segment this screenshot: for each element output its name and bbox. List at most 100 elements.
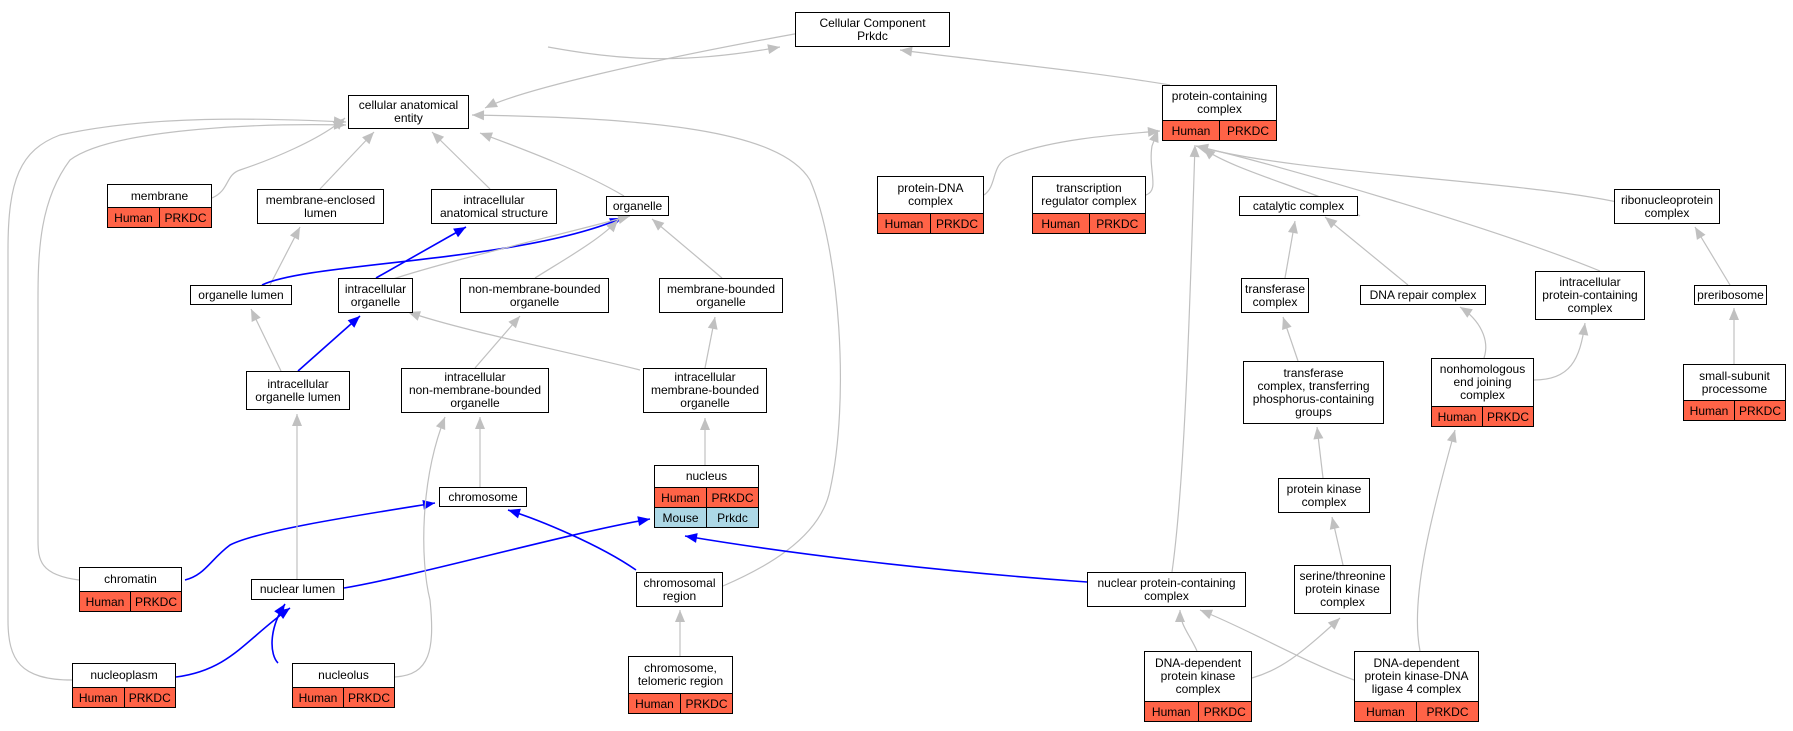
term-node-organelle[interactable]: organelle bbox=[606, 196, 669, 216]
edge-arrowhead bbox=[1288, 221, 1298, 234]
edge bbox=[1195, 145, 1631, 206]
highlighted-edge bbox=[343, 518, 651, 589]
edge-arrowhead bbox=[475, 417, 485, 429]
term-node-root[interactable]: Cellular Component Prkdc bbox=[795, 12, 950, 47]
term-label: ribonucleoprotein complex bbox=[1620, 192, 1714, 220]
term-node-transferase[interactable]: transferase complex bbox=[1241, 278, 1309, 313]
edge bbox=[1171, 144, 1196, 573]
term-node-mbo[interactable]: membrane-bounded organelle bbox=[659, 278, 783, 313]
edge-arrowhead bbox=[1329, 517, 1340, 530]
species-cell: Human bbox=[293, 688, 343, 707]
term-node-stpk[interactable]: serine/threonine protein kinase complex bbox=[1294, 565, 1391, 614]
term-label: intracellular protein-containing complex bbox=[1542, 275, 1638, 315]
edge-arrowhead bbox=[1729, 308, 1739, 320]
gene-cell: PRKDC bbox=[123, 688, 175, 707]
term-node-orgl[interactable]: organelle lumen bbox=[190, 285, 292, 305]
edge-arrowhead bbox=[1282, 317, 1292, 330]
edge-arrowhead bbox=[1189, 145, 1200, 158]
edge-arrowhead bbox=[1196, 143, 1209, 154]
edge-arrowhead bbox=[900, 46, 913, 57]
gene-cell: PRKDC bbox=[1416, 702, 1478, 721]
term-node-mel[interactable]: membrane-enclosed lumen bbox=[257, 189, 384, 224]
term-node-ipcc[interactable]: intracellular protein-containing complex bbox=[1535, 271, 1645, 320]
term-label: protein kinase complex bbox=[1286, 481, 1362, 509]
highlighted-edge bbox=[507, 509, 637, 571]
term-node-nmbo[interactable]: non-membrane-bounded organelle bbox=[460, 278, 609, 313]
term-node-dnarepair[interactable]: DNA repair complex bbox=[1360, 285, 1486, 305]
term-node-ias[interactable]: intracellular anatomical structure bbox=[431, 189, 557, 224]
edge-arrowhead bbox=[1313, 427, 1324, 440]
term-label: transferase complex, transferring phosph… bbox=[1252, 365, 1375, 419]
term-label: membrane-bounded organelle bbox=[666, 281, 776, 309]
gene-cell: PRKDC bbox=[1088, 214, 1145, 233]
term-node-pkc[interactable]: protein kinase complex bbox=[1278, 478, 1370, 513]
term-node-tcpp[interactable]: transferase complex, transferring phosph… bbox=[1243, 361, 1384, 424]
term-node-catalytic[interactable]: catalytic complex bbox=[1239, 196, 1358, 216]
term-label: serine/threonine protein kinase complex bbox=[1299, 569, 1386, 609]
term-node-cae[interactable]: cellular anatomical entity bbox=[348, 95, 469, 129]
term-node-rnp[interactable]: ribonucleoprotein complex bbox=[1614, 189, 1720, 224]
term-label: intracellular non-membrane-bounded organ… bbox=[408, 370, 542, 410]
gene-cell: PRKDC bbox=[1219, 121, 1276, 140]
term-label: nuclear lumen bbox=[259, 582, 336, 596]
species-cell: Human bbox=[629, 694, 680, 713]
edge-arrowhead bbox=[333, 116, 346, 127]
edge bbox=[37, 124, 347, 581]
edge bbox=[1324, 216, 1409, 286]
term-label: organelle bbox=[612, 198, 663, 213]
term-label: protein-containing complex bbox=[1171, 89, 1268, 116]
edge-arrowhead bbox=[617, 214, 630, 224]
term-node-inmbo[interactable]: intracellular non-membrane-bounded organ… bbox=[401, 368, 549, 413]
edge-arrowhead bbox=[652, 219, 665, 231]
term-label: chromosome bbox=[448, 489, 518, 504]
edge-arrowhead bbox=[347, 316, 360, 328]
highlighted-edge bbox=[184, 502, 436, 581]
edge-arrowhead bbox=[767, 44, 780, 54]
term-node-npcc[interactable]: nuclear protein-containing complex bbox=[1087, 572, 1246, 607]
term-node-preribosome[interactable]: preribosome bbox=[1694, 285, 1767, 305]
species-cell: Human bbox=[1432, 407, 1482, 426]
term-label: chromatin bbox=[104, 572, 157, 586]
term-node-dnapkl4[interactable]: DNA-dependent protein kinase-DNA ligase … bbox=[1354, 651, 1479, 722]
edge-arrowhead bbox=[1460, 307, 1473, 318]
edge-arrowhead bbox=[1175, 610, 1185, 622]
gene-cell: PRKDC bbox=[1197, 702, 1251, 721]
term-node-iol[interactable]: intracellular organelle lumen bbox=[246, 371, 350, 410]
term-node-io[interactable]: intracellular organelle bbox=[338, 278, 413, 313]
edge bbox=[407, 311, 641, 371]
edge bbox=[983, 130, 1161, 196]
term-label: membrane-enclosed lumen bbox=[265, 192, 376, 220]
edge-arrowhead bbox=[1578, 323, 1589, 336]
term-label: transcription regulator complex bbox=[1041, 181, 1137, 208]
edge-arrowhead bbox=[292, 414, 302, 426]
term-node-chromreg[interactable]: chromosomal region bbox=[636, 572, 723, 607]
edge-arrowhead bbox=[508, 508, 521, 519]
highlighted-edge bbox=[297, 315, 361, 372]
term-node-chromosome[interactable]: chromosome bbox=[439, 487, 527, 507]
edge-arrowhead bbox=[472, 110, 485, 121]
term-node-imbo[interactable]: intracellular membrane-bounded organelle bbox=[643, 368, 767, 413]
term-node-nuclumen[interactable]: nuclear lumen bbox=[251, 579, 344, 600]
gene-cell: PRKDC bbox=[159, 208, 211, 227]
term-label: protein-DNA complex bbox=[897, 181, 964, 208]
edge-arrowhead bbox=[274, 604, 285, 617]
